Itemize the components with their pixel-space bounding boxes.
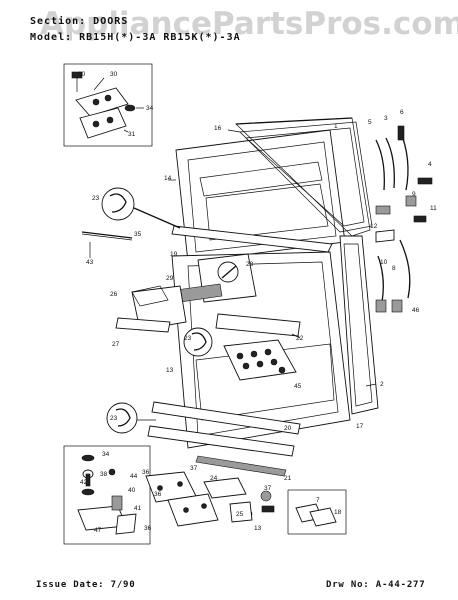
drawing-number: Drw No: A-44-277 xyxy=(326,580,426,590)
callout-38-label: 38 xyxy=(100,471,108,478)
door-shelf-22 xyxy=(215,313,301,337)
callout-16-label: 16 xyxy=(214,125,222,132)
inset-lower-right: 7 18 xyxy=(287,489,347,535)
inset-top-hinge xyxy=(63,63,153,147)
callout-28-label: 28 xyxy=(246,261,254,268)
callout-5-label: 5 xyxy=(368,119,372,126)
right-hinge-parts xyxy=(375,125,433,313)
callout-23b-label: 23 xyxy=(184,335,192,342)
callout-19-label: 19 xyxy=(170,251,178,258)
callout-40-label: 40 xyxy=(128,487,136,494)
section-title: Section: DOORS xyxy=(30,16,129,27)
callout-37b-label: 37 xyxy=(264,485,272,492)
callout-42-label: 42 xyxy=(80,479,88,486)
callout-23c-label: 23 xyxy=(110,415,118,422)
callout-3-label: 3 xyxy=(384,115,388,122)
callout-29-label: 29 xyxy=(166,275,174,282)
callout-12-label: 12 xyxy=(370,223,378,230)
callout-45-label: 45 xyxy=(294,383,302,390)
callout-4-label: 4 xyxy=(428,161,432,168)
callout-36c-label: 36 xyxy=(154,491,162,498)
callout-2-label: 2 xyxy=(380,381,384,388)
egg-tray xyxy=(223,339,297,381)
callout-7-label: 7 xyxy=(316,497,320,504)
callout-36a-label: 36 xyxy=(142,469,150,476)
detail-circles xyxy=(101,187,213,434)
callout-46-label: 46 xyxy=(412,307,420,314)
callout-43a-label: 43 xyxy=(86,259,94,266)
callout-30b-label: 30 xyxy=(110,71,118,78)
callout-24-label: 24 xyxy=(210,475,218,482)
callout-22-label: 22 xyxy=(296,335,304,342)
callout-44-label: 44 xyxy=(130,473,138,480)
callout-1-label: 1 xyxy=(334,123,338,130)
trim-strip xyxy=(195,455,287,477)
issue-date: Issue Date: 7/90 xyxy=(36,580,136,590)
callout-10-label: 10 xyxy=(380,259,388,266)
callout-13-label: 13 xyxy=(166,367,174,374)
callout-18-label: 18 xyxy=(334,509,342,516)
callout-23a-label: 23 xyxy=(92,195,100,202)
butter-bin xyxy=(115,285,187,333)
callout-36b-label: 36 xyxy=(144,525,152,532)
callout-6-label: 6 xyxy=(400,109,404,116)
callout-9-label: 9 xyxy=(412,191,416,198)
lower-shelf-rail xyxy=(147,401,301,457)
dairy-compartment xyxy=(175,253,257,303)
callout-41-label: 41 xyxy=(134,505,142,512)
callout-30-label: 30 xyxy=(78,71,86,78)
inset-lower-hinge: 34 38 42 44 40 41 47 xyxy=(63,445,151,545)
lower-hinge-parts: 36 37 24 37 25 13 36 36 xyxy=(142,465,275,532)
callout-47-label: 47 xyxy=(94,527,102,534)
callout-17-label: 17 xyxy=(356,423,364,430)
callout-11-label: 11 xyxy=(430,205,437,212)
model-title: Model: RB15H(*)-3A RB15K(*)-3A xyxy=(30,32,241,43)
callout-20-label: 20 xyxy=(284,425,292,432)
callout-8-label: 8 xyxy=(392,265,396,272)
callout-34-label: 34 xyxy=(146,105,154,112)
callout-26-label: 26 xyxy=(110,291,118,298)
callout-14-label: 14 xyxy=(164,175,172,182)
callout-35-label: 35 xyxy=(134,231,142,238)
callout-labels: 30 30 34 31 16 1 5 3 6 4 9 11 12 14 23 3… xyxy=(78,71,437,482)
callout-37a-label: 37 xyxy=(190,465,198,472)
upper-door-gasket xyxy=(239,121,373,233)
callout-13b-label: 13 xyxy=(254,525,262,532)
callout-34b-label: 34 xyxy=(102,451,110,458)
callout-27-label: 27 xyxy=(112,341,120,348)
callout-25-label: 25 xyxy=(236,511,244,518)
rod-35 xyxy=(81,231,133,258)
callout-21-label: 21 xyxy=(284,475,292,482)
callout-31-label: 31 xyxy=(128,131,136,138)
watermark: AppliancePartsPros.com xyxy=(40,6,458,42)
